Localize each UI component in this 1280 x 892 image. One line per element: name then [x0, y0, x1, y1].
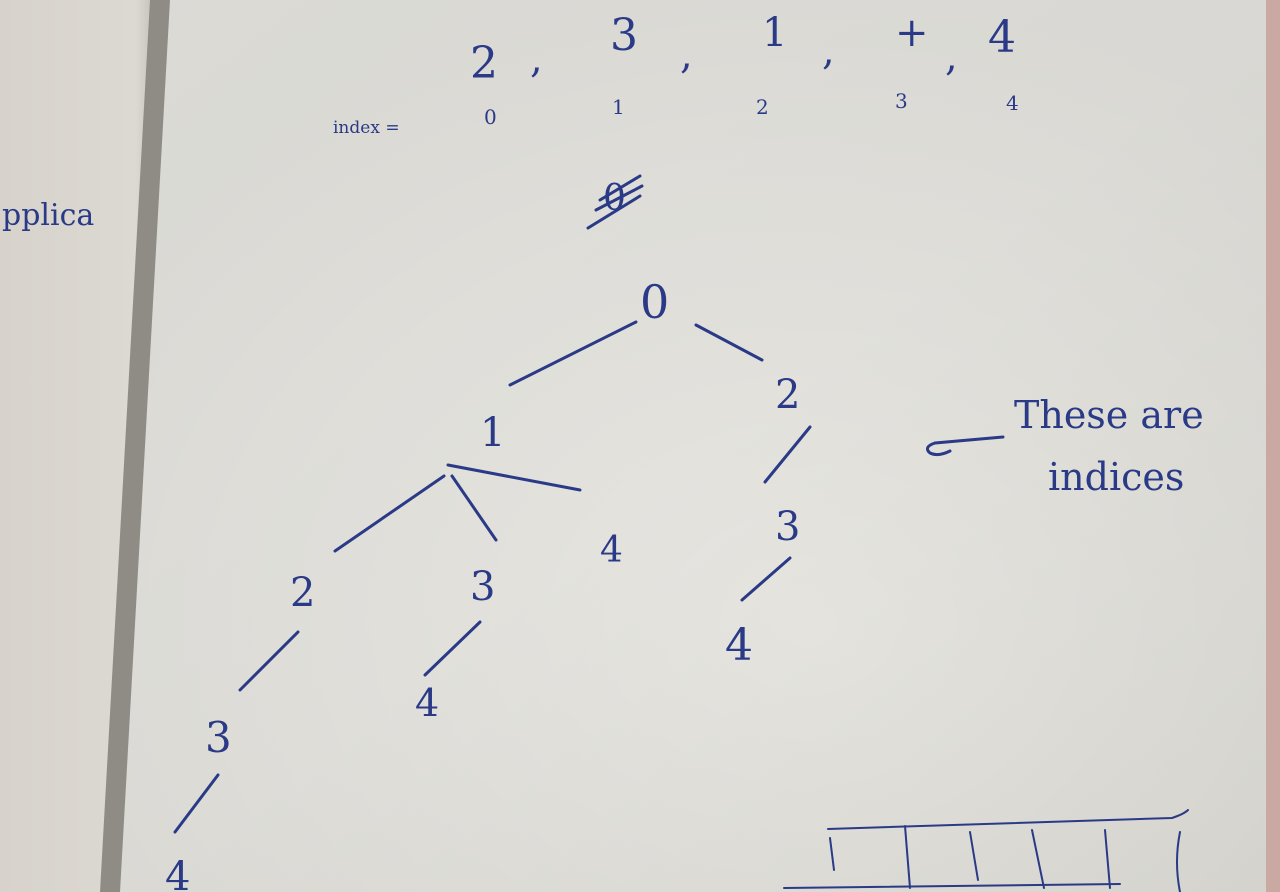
sequence-value: +	[895, 10, 929, 56]
index-value: 1	[612, 95, 625, 119]
annotation-line: These are	[1014, 393, 1204, 437]
tree-node: 4	[600, 530, 623, 571]
tree-node: 4	[165, 854, 190, 892]
scribble-mark: 0	[586, 174, 644, 230]
sequence-comma: ,	[530, 36, 543, 82]
array-boxes-sketch	[783, 809, 1189, 892]
sequence-value: 2	[470, 38, 498, 89]
tree-node: 2	[290, 570, 315, 616]
page-edge	[1266, 0, 1280, 892]
tree-node: 4	[415, 681, 439, 725]
sequence-comma: ,	[822, 28, 835, 74]
annotation: These are indices	[925, 393, 1204, 499]
sequence-comma: ,	[945, 34, 958, 80]
index-value: 2	[756, 95, 769, 119]
sequence: 2 , 3 , 1 , + , 4	[470, 10, 1016, 89]
sequence-value: 4	[988, 12, 1016, 63]
sequence-value: 1	[762, 10, 787, 56]
tree-node: 4	[725, 620, 753, 671]
annotation-line: indices	[1048, 455, 1184, 499]
tree-edges	[173, 320, 812, 834]
tree-node: 0	[640, 275, 669, 329]
left-arrow-icon	[925, 435, 1005, 457]
index-value: 0	[484, 105, 497, 129]
index-label: index =	[333, 118, 400, 138]
index-value: 4	[1006, 91, 1019, 115]
tree-node: 3	[470, 564, 495, 610]
tree-node: 3	[775, 504, 800, 550]
tree-node: 2	[775, 372, 800, 418]
index-value: 3	[895, 89, 908, 113]
sequence-comma: ,	[680, 32, 693, 78]
tree-node: 3	[205, 713, 232, 762]
index-tree: 0 1 2 3 4 4 2 3 4 3 4	[165, 275, 800, 892]
index-row: index = 0 1 2 3 4	[333, 89, 1019, 138]
tree-node: 1	[480, 410, 505, 456]
left-page-text: pplica	[2, 198, 94, 233]
sequence-value: 3	[610, 10, 638, 61]
